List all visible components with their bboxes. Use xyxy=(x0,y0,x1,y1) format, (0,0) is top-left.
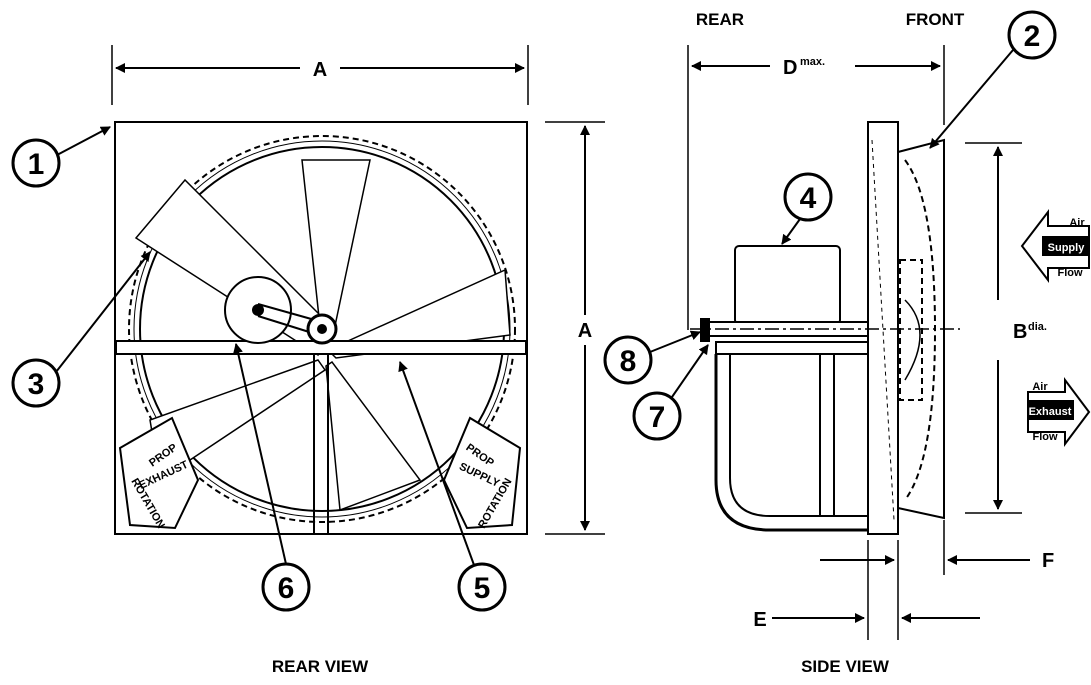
prop-exhaust-rotation-arrow: PROP EXHAUST ROTATION xyxy=(118,416,200,531)
dim-e-label: E xyxy=(753,609,766,631)
motor-bracket xyxy=(714,354,868,532)
air-supply-line3: Flow xyxy=(1057,267,1082,279)
dim-b-sup: dia. xyxy=(1028,321,1047,333)
label-front: FRONT xyxy=(906,10,965,29)
propeller-blades xyxy=(134,159,511,512)
callout-6: 6 xyxy=(233,343,311,612)
dim-d-sup: max. xyxy=(800,56,825,68)
svg-text:3: 3 xyxy=(28,368,45,401)
dim-a-height-label: A xyxy=(578,320,592,342)
vertical-support xyxy=(313,354,329,533)
side-view-caption: SIDE VIEW xyxy=(801,657,890,676)
svg-text:6: 6 xyxy=(278,572,295,605)
air-exhaust-arrow: Air Exhaust Flow xyxy=(1027,377,1091,447)
dimension-a-width: A xyxy=(111,45,529,105)
side-view: REAR FRONT D max. xyxy=(603,10,1091,676)
label-rear: REAR xyxy=(696,10,744,29)
dim-b-label: B xyxy=(1013,321,1027,343)
fan-ring-outer xyxy=(128,135,516,523)
rear-view: A PROP xyxy=(11,45,605,676)
dimension-e: E xyxy=(753,540,980,640)
callout-7: 7 xyxy=(632,344,709,441)
air-exhaust-line2: Exhaust xyxy=(1029,406,1072,418)
callout-4: 4 xyxy=(781,172,833,245)
rear-view-caption: REAR VIEW xyxy=(272,657,369,676)
svg-text:4: 4 xyxy=(800,182,817,215)
svg-text:1: 1 xyxy=(28,148,45,181)
side-panel xyxy=(867,121,899,535)
svg-text:5: 5 xyxy=(474,572,491,605)
dim-f-label: F xyxy=(1042,550,1054,572)
callout-1: 1 xyxy=(11,126,111,188)
dimension-b: B dia. xyxy=(965,142,1047,514)
air-supply-arrow: Air Supply Flow xyxy=(1020,209,1090,283)
callout-3: 3 xyxy=(11,251,151,408)
callout-5: 5 xyxy=(398,361,507,612)
air-supply-line2: Supply xyxy=(1048,242,1086,254)
svg-text:2: 2 xyxy=(1024,20,1041,53)
air-supply-line1: Air xyxy=(1069,217,1085,229)
prop-supply-rotation-arrow: PROP SUPPLY ROTATION xyxy=(442,416,522,531)
motor-body xyxy=(734,245,841,325)
svg-text:7: 7 xyxy=(649,401,666,434)
air-exhaust-line1: Air xyxy=(1032,381,1048,393)
dimension-f: F xyxy=(820,520,1054,640)
panel-housing xyxy=(114,121,528,535)
callout-2: 2 xyxy=(929,10,1057,149)
svg-text:8: 8 xyxy=(620,345,637,378)
callout-8: 8 xyxy=(603,330,701,385)
dimension-a-height: A xyxy=(545,121,605,535)
dim-d-label: D xyxy=(783,57,797,79)
dimension-d: D max. xyxy=(687,45,945,330)
dim-a-width-label: A xyxy=(313,59,327,81)
air-exhaust-line3: Flow xyxy=(1032,431,1057,443)
